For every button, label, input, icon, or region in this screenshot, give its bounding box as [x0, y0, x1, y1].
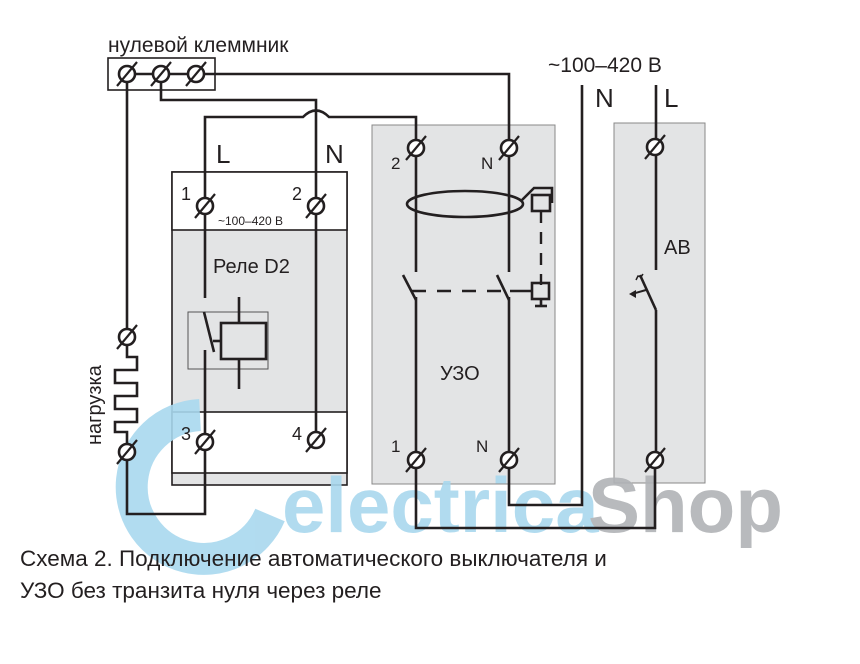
circuit-breaker-ab	[613, 122, 706, 484]
breaker-name-label: АВ	[664, 237, 691, 259]
supply-l-label: L	[664, 83, 678, 113]
relay-voltage-label: ~100–420 В	[218, 214, 283, 228]
load-terminal-top	[115, 323, 139, 351]
figure-caption: Схема 2. Подключение автоматического вык…	[20, 543, 607, 607]
relay-terminal-3-label: 3	[181, 424, 191, 444]
relay-input-n: N	[325, 139, 344, 169]
relay-name-label: Реле D2	[213, 256, 290, 278]
rcd-uzo	[371, 124, 556, 485]
rcd-terminal-1-label: 1	[391, 437, 400, 456]
supply-n-label: N	[595, 83, 614, 113]
load-label: нагрузка	[84, 364, 106, 445]
rcd-terminal-2-label: 2	[391, 154, 400, 173]
rcd-terminal-n-top-label: N	[481, 154, 493, 173]
watermark-logo: electrica Shop	[115, 399, 783, 575]
neutral-block-label: нулевой клеммник	[108, 34, 289, 57]
supply-voltage-label: ~100–420 В	[548, 54, 662, 77]
relay-input-l: L	[216, 139, 230, 169]
caption-line-1: Схема 2. Подключение автоматического вык…	[20, 546, 607, 571]
rcd-name-label: УЗО	[440, 363, 480, 385]
relay-terminal-1-label: 1	[181, 184, 191, 204]
relay-coil	[219, 321, 268, 361]
relay-terminal-4-label: 4	[292, 424, 302, 444]
rcd-terminal-n-bottom-label: N	[476, 437, 488, 456]
wires	[113, 72, 658, 530]
caption-line-2: УЗО без транзита нуля через реле	[20, 578, 382, 603]
svg-text:Shop: Shop	[588, 461, 783, 549]
relay-terminal-2-label: 2	[292, 184, 302, 204]
